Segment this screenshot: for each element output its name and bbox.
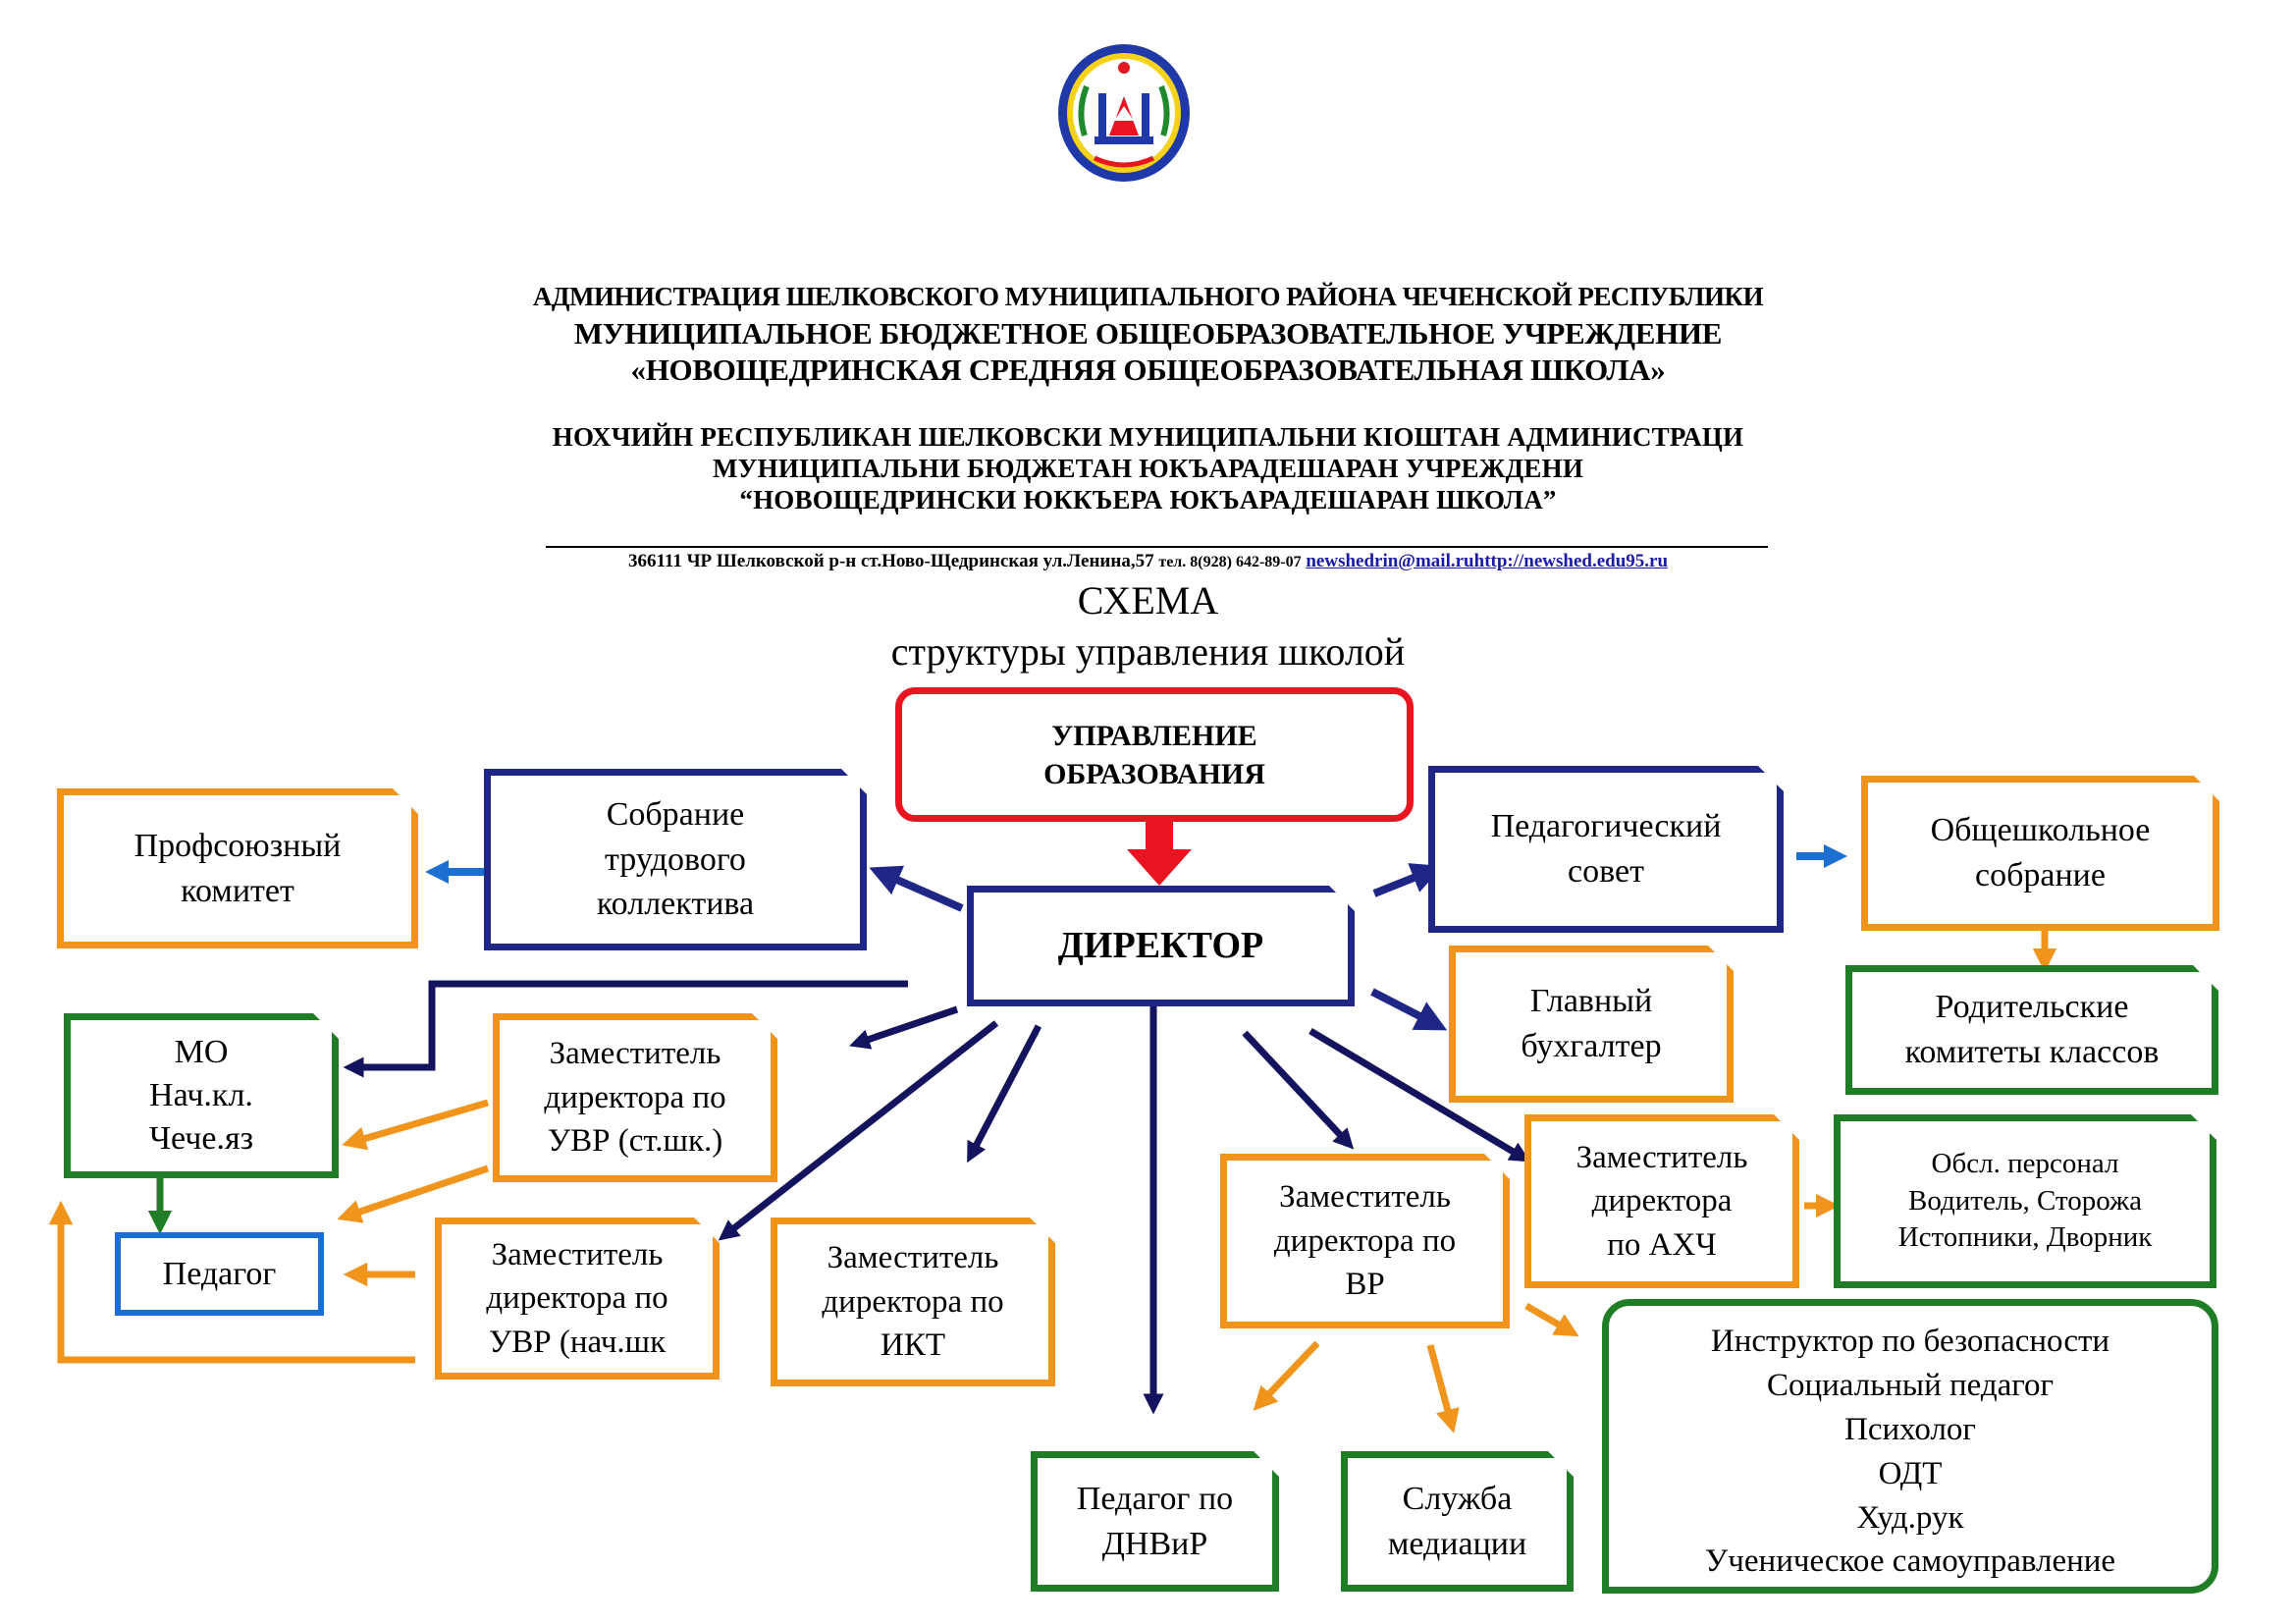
- header-line-2: МУНИЦИПАЛЬНОЕ БЮДЖЕТНОЕ ОБЩЕОБРАЗОВАТЕЛЬ…: [573, 316, 1723, 351]
- box-obsl-personal: Обсл. персонал Водитель, Сторожа Истопни…: [1834, 1114, 2216, 1288]
- address-text: 366111 ЧР Шелковской р-н ст.Ново-Щедринс…: [627, 551, 1154, 571]
- box-zam-uvr-nach-shk: Заместитель директора по УВР (нач.шк: [435, 1218, 720, 1380]
- header-line-4: НОХЧИЙН РЕСПУБЛИКАН ШЕЛКОВСКИ МУНИЦИПАЛЬ…: [552, 422, 1744, 452]
- box-pedagogicheskiy-sovet: Педагогический совет: [1428, 766, 1784, 933]
- box-zam-vr: Заместитель директора по ВР: [1220, 1154, 1510, 1328]
- box-zam-ahch: Заместитель директора по АХЧ: [1524, 1114, 1799, 1288]
- box-profsoyuzny-komitet: Профсоюзный комитет: [57, 788, 418, 948]
- red-arrow-head: [1127, 849, 1192, 886]
- box-glavny-buhgalter: Главный бухгалтер: [1449, 946, 1734, 1103]
- box-obshcheshkolnoe-sobranie: Общешкольное собрание: [1861, 776, 2219, 931]
- header-line-1: АДМИНИСТРАЦИЯ ШЕЛКОВСКОГО МУНИЦИПАЛЬНОГО…: [532, 282, 1764, 311]
- header-line-5: МУНИЦИПАЛЬНИ БЮДЖЕТАН ЮКЪАРАДЕШАРАН УЧРЕ…: [712, 454, 1584, 483]
- phone-text: тел. 8(928) 642-89-07: [1158, 554, 1302, 570]
- header-line-3: «НОВОЩЕДРИНСКАЯ СРЕДНЯЯ ОБЩЕОБРАЗОВАТЕЛЬ…: [630, 352, 1666, 387]
- box-instruktor-list: Инструктор по безопасности Социальный пе…: [1602, 1299, 2218, 1594]
- red-arrow-shaft: [1146, 822, 1173, 851]
- box-sobranie-trudovogo-kollektiva: Собрание трудового коллектива: [484, 769, 867, 950]
- header-line-6: “НОВОЩЕДРИНСКИ ЮККЪЕРА ЮКЪАРАДЕШАРАН ШКО…: [739, 485, 1557, 514]
- chechen-republic-emblem-icon: [1058, 44, 1190, 182]
- box-pedagog-dnvir: Педагог по ДНВиР: [1031, 1451, 1279, 1592]
- title-schema: СХЕМА: [1077, 578, 1219, 623]
- box-roditelskie-komitety: Родительские комитеты классов: [1845, 965, 2218, 1095]
- box-zam-ikt: Заместитель директора по ИКТ: [771, 1218, 1055, 1386]
- header-address: 366111 ЧР Шелковской р-н ст.Ново-Щедринс…: [0, 551, 2296, 572]
- box-mo-nach-kl: МО Нач.кл. Чече.яз: [64, 1013, 339, 1178]
- box-sluzhba-mediatsii: Служба медиации: [1341, 1451, 1574, 1592]
- emblem: [1055, 42, 1193, 185]
- title-subtitle: структуры управления школой: [890, 629, 1406, 674]
- box-pedagog: Педагог: [115, 1232, 324, 1316]
- box-zam-uvr-st-shk: Заместитель директора по УВР (ст.шк.): [493, 1013, 777, 1182]
- box-upravlenie-obrazovaniya: УПРАВЛЕНИЕ ОБРАЗОВАНИЯ: [895, 687, 1414, 822]
- box-direktor: ДИРЕКТОР: [967, 886, 1355, 1006]
- email-link[interactable]: newshedrin@mail.ru: [1306, 551, 1474, 571]
- site-link[interactable]: http://newshed.edu95.ru: [1473, 551, 1669, 571]
- header-divider: [546, 546, 1768, 548]
